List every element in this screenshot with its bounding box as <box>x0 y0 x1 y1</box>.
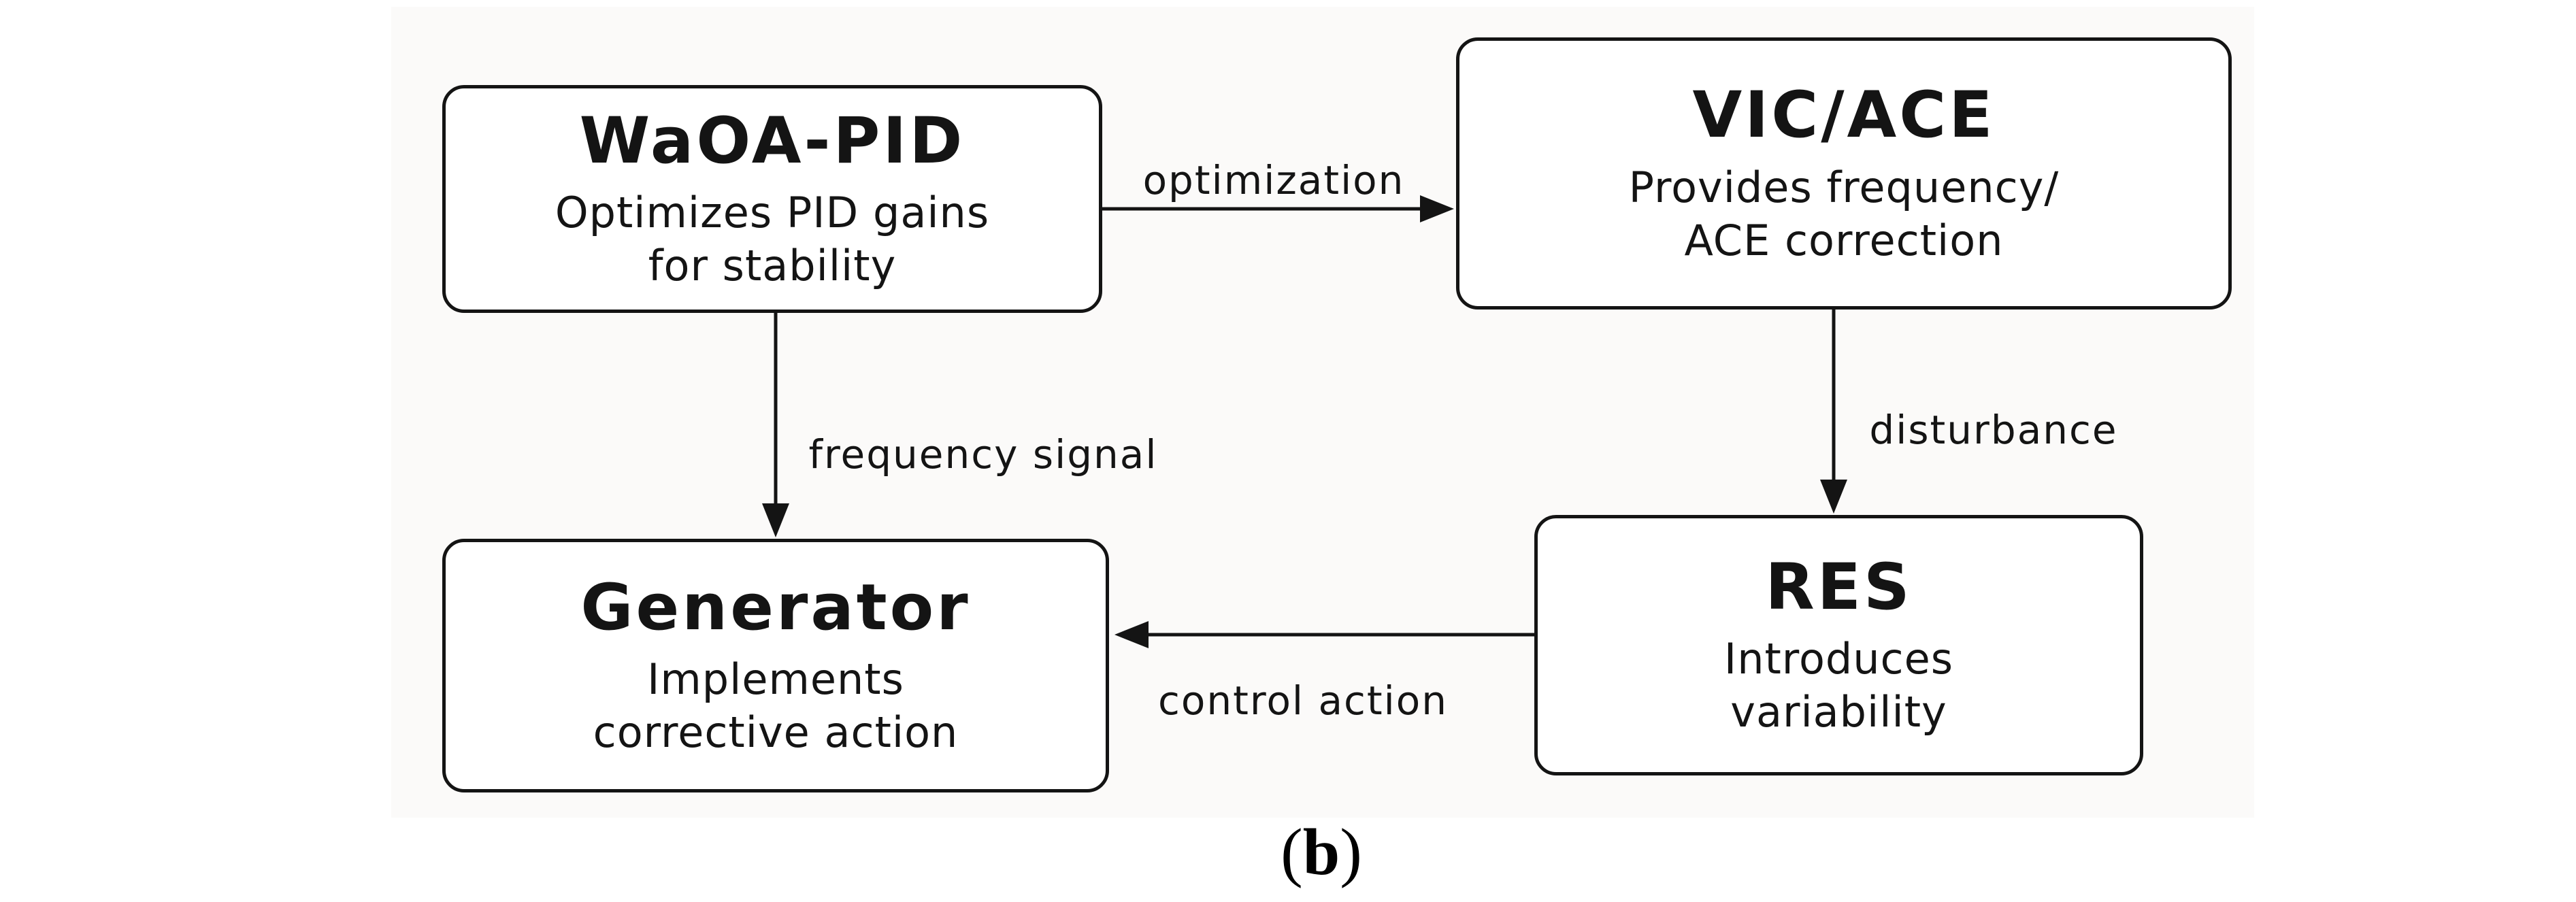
generator-box-description: Implements corrective action <box>593 653 959 759</box>
description-line: variability <box>1730 687 1947 737</box>
figure-caption: (b) <box>1281 814 1362 890</box>
res-box-description: Introduces variability <box>1724 633 1953 739</box>
caption-letter: b <box>1302 816 1340 889</box>
generator-box: Generator Implements corrective action <box>442 539 1109 792</box>
description-line: for stability <box>648 241 897 291</box>
vic-ace-box-description: Provides frequency/ ACE correction <box>1629 161 2060 267</box>
caption-open-paren: ( <box>1281 816 1303 889</box>
res-box: RES Introduces variability <box>1534 515 2143 775</box>
disturbance-arrow-label: disturbance <box>1869 407 2118 453</box>
caption-close-paren: ) <box>1340 816 1362 889</box>
description-line: Implements <box>647 654 904 705</box>
generator-box-title: Generator <box>580 570 971 645</box>
vic-ace-box-title: VIC/ACE <box>1692 78 1996 153</box>
description-line: corrective action <box>593 707 959 758</box>
waoa-pid-box-title: WaOA-PID <box>579 103 965 178</box>
control-action-arrow-label: control action <box>1157 678 1449 724</box>
description-line: ACE correction <box>1684 215 2004 265</box>
waoa-pid-box-description: Optimizes PID gains for stability <box>555 186 989 293</box>
description-line: Optimizes PID gains <box>555 188 990 238</box>
waoa-pid-box: WaOA-PID Optimizes PID gains for stabili… <box>442 85 1102 313</box>
res-box-title: RES <box>1765 550 1913 624</box>
description-line: Provides frequency/ <box>1628 162 2060 212</box>
optimization-arrow-label: optimization <box>1142 157 1405 203</box>
description-line: Introduces <box>1723 634 1954 684</box>
frequency-signal-arrow-label: frequency signal <box>808 431 1158 478</box>
vic-ace-box: VIC/ACE Provides frequency/ ACE correcti… <box>1456 37 2232 310</box>
